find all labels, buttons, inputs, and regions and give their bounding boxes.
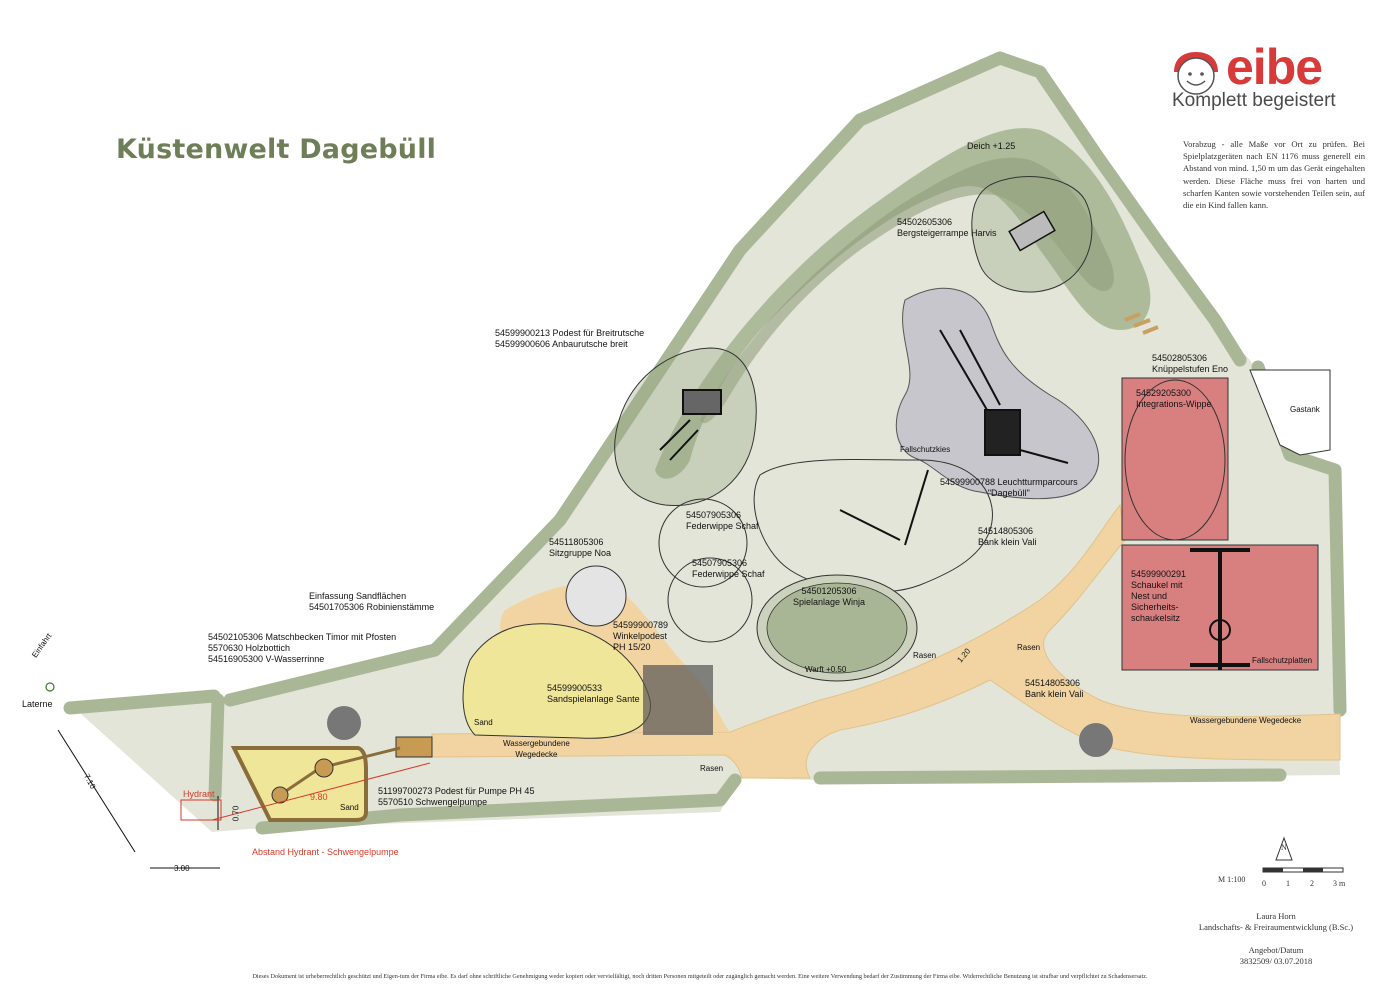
integrations-wippe-outline	[1124, 379, 1226, 541]
schaukel-structure	[1190, 548, 1250, 670]
pump-podest	[395, 736, 433, 758]
label-warft: Warft +0.50	[805, 665, 847, 674]
page-title: Küstenwelt Dagebüll	[116, 134, 437, 165]
label-bank-1: 54514805306 Bank klein Vali	[978, 526, 1037, 547]
knueppelstufen	[1124, 312, 1159, 335]
credits-role: Landschafts- & Freiraumentwicklung (B.Sc…	[1198, 922, 1354, 932]
matschbecken	[271, 786, 289, 804]
label-wegedecke-2: Wassergebundene Wegedecke	[1190, 716, 1302, 725]
dimension-lines	[57, 729, 220, 869]
podest-safety-zone	[614, 347, 757, 507]
label-fallschutzplatten: Fallschutzplatten	[1252, 656, 1313, 665]
label-bergsteiger: 54502605306 Bergsteigerrampe Harvis	[897, 217, 997, 238]
laterne-icon	[45, 682, 55, 692]
north-label: N	[1281, 843, 1287, 852]
notice-text: Vorabzug - alle Maße vor Ort zu prüfen. …	[1183, 139, 1365, 211]
label-federwippe-1: 54507905306 Federwippe Schaf	[686, 510, 759, 531]
label-rasen-1: Rasen	[913, 651, 937, 660]
tree-2	[1079, 723, 1113, 757]
gastank-area	[1249, 369, 1331, 456]
label-deich: Deich +1.25	[967, 141, 1016, 151]
dimension-0-70: 0.70	[231, 805, 241, 822]
eibe-logo: eibe Komplett begeistert	[1168, 39, 1368, 124]
scale-label: M 1:100	[1218, 875, 1246, 884]
federwippe-2-zone	[667, 557, 753, 643]
label-laterne: Laterne	[22, 699, 53, 709]
label-integrations-wippe: 54529205300 Integrations-Wippe	[1136, 388, 1212, 409]
federwippe-1-zone	[658, 498, 748, 588]
podest-structure	[659, 389, 722, 461]
label-rasen-2: Rasen	[1017, 643, 1041, 652]
dimension-3-00: 3.00	[174, 864, 190, 873]
deich-shade	[700, 157, 1114, 424]
tree-1	[327, 706, 361, 740]
dimension-9-80: 9.80	[310, 792, 328, 802]
deich-band	[655, 128, 1151, 479]
label-rasen-3: Rasen	[700, 764, 724, 773]
hydrant-markers	[180, 762, 431, 821]
label-pumpe: 51199700273 Podest für Pumpe PH 45 55705…	[378, 786, 535, 807]
label-einfassung: Einfassung Sandflächen 54501705306 Robin…	[309, 591, 435, 612]
scale-tick-0: 0	[1262, 879, 1266, 888]
label-matschbecken: 54502105306 Matschbecken Timor mit Pfost…	[208, 632, 397, 664]
scale-tick-1: 1	[1286, 879, 1290, 888]
label-bank-2: 54514805306 Bank klein Vali	[1025, 678, 1084, 699]
label-podest: 54599900213 Podest für Breitrutsche 5459…	[495, 328, 645, 349]
leuchtturm-structure	[839, 329, 1069, 546]
label-winkelpodest: 54599900789 Winkelpodest PH 15/20	[613, 620, 669, 652]
winkelpodest-deck	[643, 665, 713, 735]
copyright-footer: Dieses Dokument ist urheberrechtlich ges…	[252, 973, 1148, 980]
label-gastank: Gastank	[1290, 405, 1320, 414]
label-hydrant: Hydrant	[183, 789, 215, 799]
leuchtturm-safety-zone	[753, 458, 993, 593]
integrations-wippe-zone	[1121, 377, 1229, 541]
scale-bar	[1262, 867, 1344, 873]
logo-word: eibe	[1226, 39, 1323, 95]
scale-tick-2: 2	[1310, 879, 1314, 888]
label-sandspielanlage: 54599900533 Sandspielanlage Sante	[547, 683, 640, 704]
label-knueppelstufen: 54502805306 Knüppelstufen Eno	[1152, 353, 1229, 374]
label-sand-2: Sand	[340, 803, 359, 812]
sitzgruppe-table	[565, 565, 627, 627]
face-icon	[1174, 52, 1218, 95]
label-leuchtturm: 54599900788 Leuchtturmparcours "Dagebüll…	[940, 477, 1078, 498]
label-wegedecke-1: Wassergebundene Wegedecke	[503, 739, 570, 759]
holzbottich	[314, 758, 334, 778]
scale-tick-3: 3 m	[1333, 879, 1346, 888]
logo-tagline: Komplett begeistert	[1172, 90, 1336, 111]
offer-label: Angebot/Datum	[1248, 945, 1304, 955]
credits-name: Laura Horn	[1256, 911, 1296, 921]
label-federwippe-2: 54507905306 Federwippe Schaf	[692, 558, 765, 579]
label-winja: 54501205306 Spielanlage Winja	[793, 586, 866, 607]
bergsteiger-structure	[1008, 210, 1056, 252]
label-sitzgruppe: 54511805306 Sitzgruppe Noa	[549, 537, 612, 558]
path-main	[431, 503, 1341, 779]
label-abstand: Abstand Hydrant - Schwengelpumpe	[252, 847, 399, 857]
north-arrow-icon	[1275, 836, 1293, 861]
warft-area	[766, 582, 908, 674]
offer-value: 3832509/ 03.07.2018	[1239, 956, 1313, 966]
label-fallschutzkies: Fallschutzkies	[900, 445, 951, 454]
hedge-border	[63, 51, 1347, 835]
label-sand-1: Sand	[474, 718, 493, 727]
label-schaukel: 54599900291 Schaukel mit Nest und Sicher…	[1131, 569, 1187, 623]
